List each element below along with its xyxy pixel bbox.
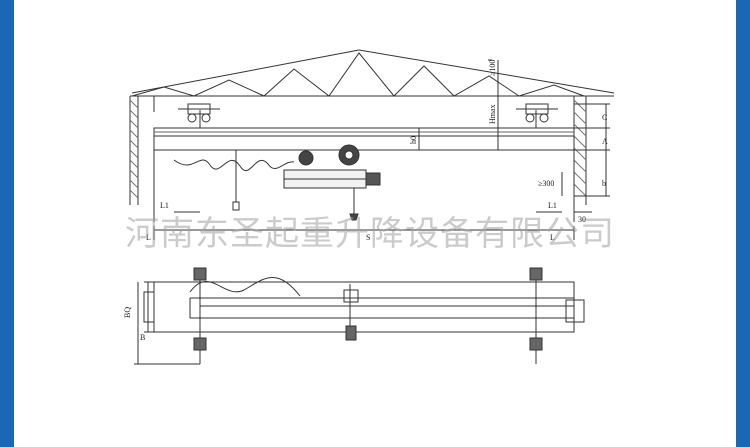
dim-h0: h0 xyxy=(409,136,418,144)
dim-hmax: Hmax xyxy=(488,104,497,124)
dim-30: 30 xyxy=(578,215,586,224)
roof-truss xyxy=(131,49,615,97)
dim-l1-right: L1 xyxy=(548,201,557,210)
right-end-truck xyxy=(516,103,558,123)
dim-b: b xyxy=(602,179,606,188)
dim-l-left: L xyxy=(146,233,151,242)
electric-hoist xyxy=(283,144,381,221)
dim-s: S xyxy=(366,233,370,242)
dim-l-right: L xyxy=(550,233,555,242)
dimension-stack-right xyxy=(418,59,610,197)
dim-b-plan: B xyxy=(140,333,145,342)
main-girder xyxy=(153,110,575,222)
dim-h100: ≥100 xyxy=(488,60,497,76)
span-dimension xyxy=(153,211,592,240)
dim-a: A xyxy=(602,137,608,146)
dim-bq: BQ xyxy=(123,307,132,318)
pendant-control xyxy=(232,150,240,211)
left-end-truck xyxy=(178,103,220,123)
drawing-canvas: ≥100 Hmax h0 C A b ≥300 L1 L1 S L L 30 B… xyxy=(14,0,736,447)
dim-c: C xyxy=(602,113,607,122)
left-wall xyxy=(129,95,155,205)
dim-l1-left: L1 xyxy=(160,201,169,210)
festoon-cable xyxy=(173,159,295,172)
crane-drawing: ≥100 Hmax h0 C A b ≥300 L1 L1 S L L 30 B… xyxy=(123,49,615,365)
dim-h300: ≥300 xyxy=(538,179,554,188)
plan-view xyxy=(134,267,585,365)
